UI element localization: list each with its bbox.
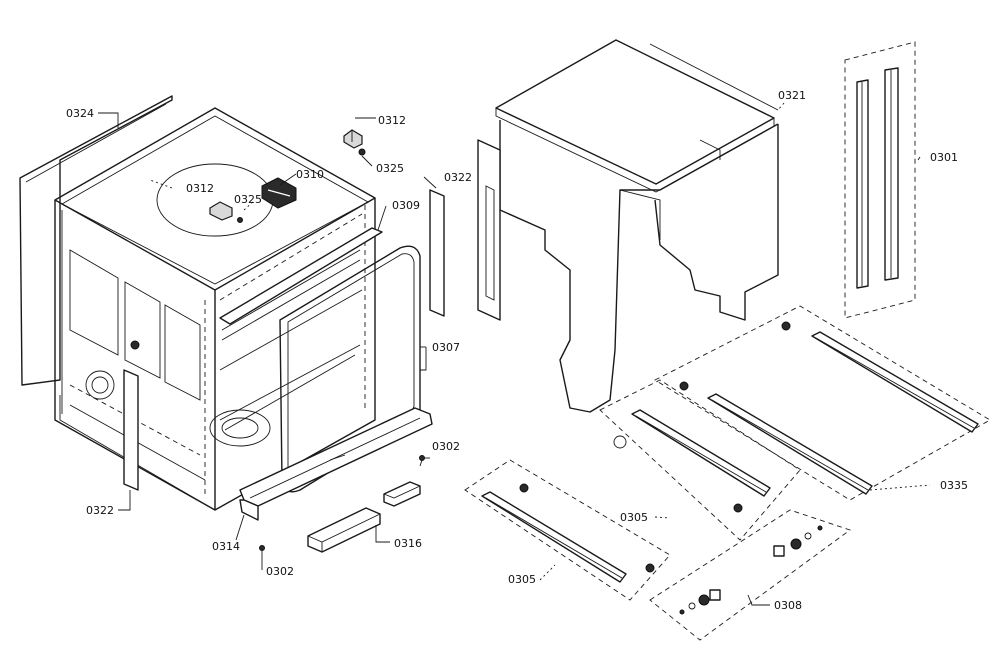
part-0322-strip-left[interactable]	[123, 369, 139, 491]
label-0312-top: 0312	[378, 114, 406, 127]
label-0305-upper: 0305	[620, 511, 648, 524]
label-0310: 0310	[296, 168, 324, 181]
label-0316: 0316	[394, 537, 422, 550]
label-0322-left: 0322	[86, 504, 114, 517]
part-0316-foot-block[interactable]	[307, 507, 381, 553]
part-0312-bracket-top[interactable]	[343, 129, 363, 149]
label-0301: 0301	[930, 151, 958, 164]
part-0305-rail-upper[interactable]	[599, 379, 801, 541]
label-0312-inner: 0312	[186, 182, 214, 195]
label-0302-bottom: 0302	[266, 565, 294, 578]
part-0314-base-plate[interactable]	[239, 407, 433, 521]
label-0322-right: 0322	[444, 171, 472, 184]
part-0316-foot-block-small[interactable]	[383, 481, 421, 507]
label-0324: 0324	[66, 107, 94, 120]
label-0314: 0314	[212, 540, 240, 553]
part-0325-screw-inner[interactable]	[237, 217, 243, 223]
part-0309-top-strip[interactable]	[219, 227, 383, 325]
label-0302-right: 0302	[432, 440, 460, 453]
part-0305-rail-lower[interactable]	[464, 459, 671, 601]
part-0322-side-strip-blanket[interactable]	[477, 139, 501, 321]
part-0322-strip-right[interactable]	[429, 189, 445, 317]
part-0324-side-panel[interactable]	[19, 95, 173, 386]
part-0308-hardware[interactable]	[649, 509, 851, 641]
label-0307: 0307	[432, 341, 460, 354]
part-0335-rails[interactable]	[654, 305, 991, 501]
label-0305-lower: 0305	[508, 573, 536, 586]
label-0335: 0335	[940, 479, 968, 492]
leader-lines	[98, 102, 931, 606]
label-0309: 0309	[392, 199, 420, 212]
part-0321-insulation-blanket[interactable]	[495, 39, 779, 413]
part-0325-screw-top[interactable]	[358, 148, 366, 156]
part-0302-screw-right[interactable]	[419, 455, 425, 467]
part-labels: 0324 0312 0325 0312 0325 0310 0309 0322 …	[66, 89, 968, 612]
part-0301-trim-strips[interactable]	[844, 41, 916, 319]
label-0308: 0308	[774, 599, 802, 612]
label-0325-top: 0325	[376, 162, 404, 175]
label-0321: 0321	[778, 89, 806, 102]
part-0302-screw-bottom[interactable]	[259, 545, 265, 559]
part-0312-bracket-inner[interactable]	[209, 201, 233, 221]
label-0325-inner: 0325	[234, 193, 262, 206]
part-0310-hinge[interactable]	[261, 177, 297, 209]
